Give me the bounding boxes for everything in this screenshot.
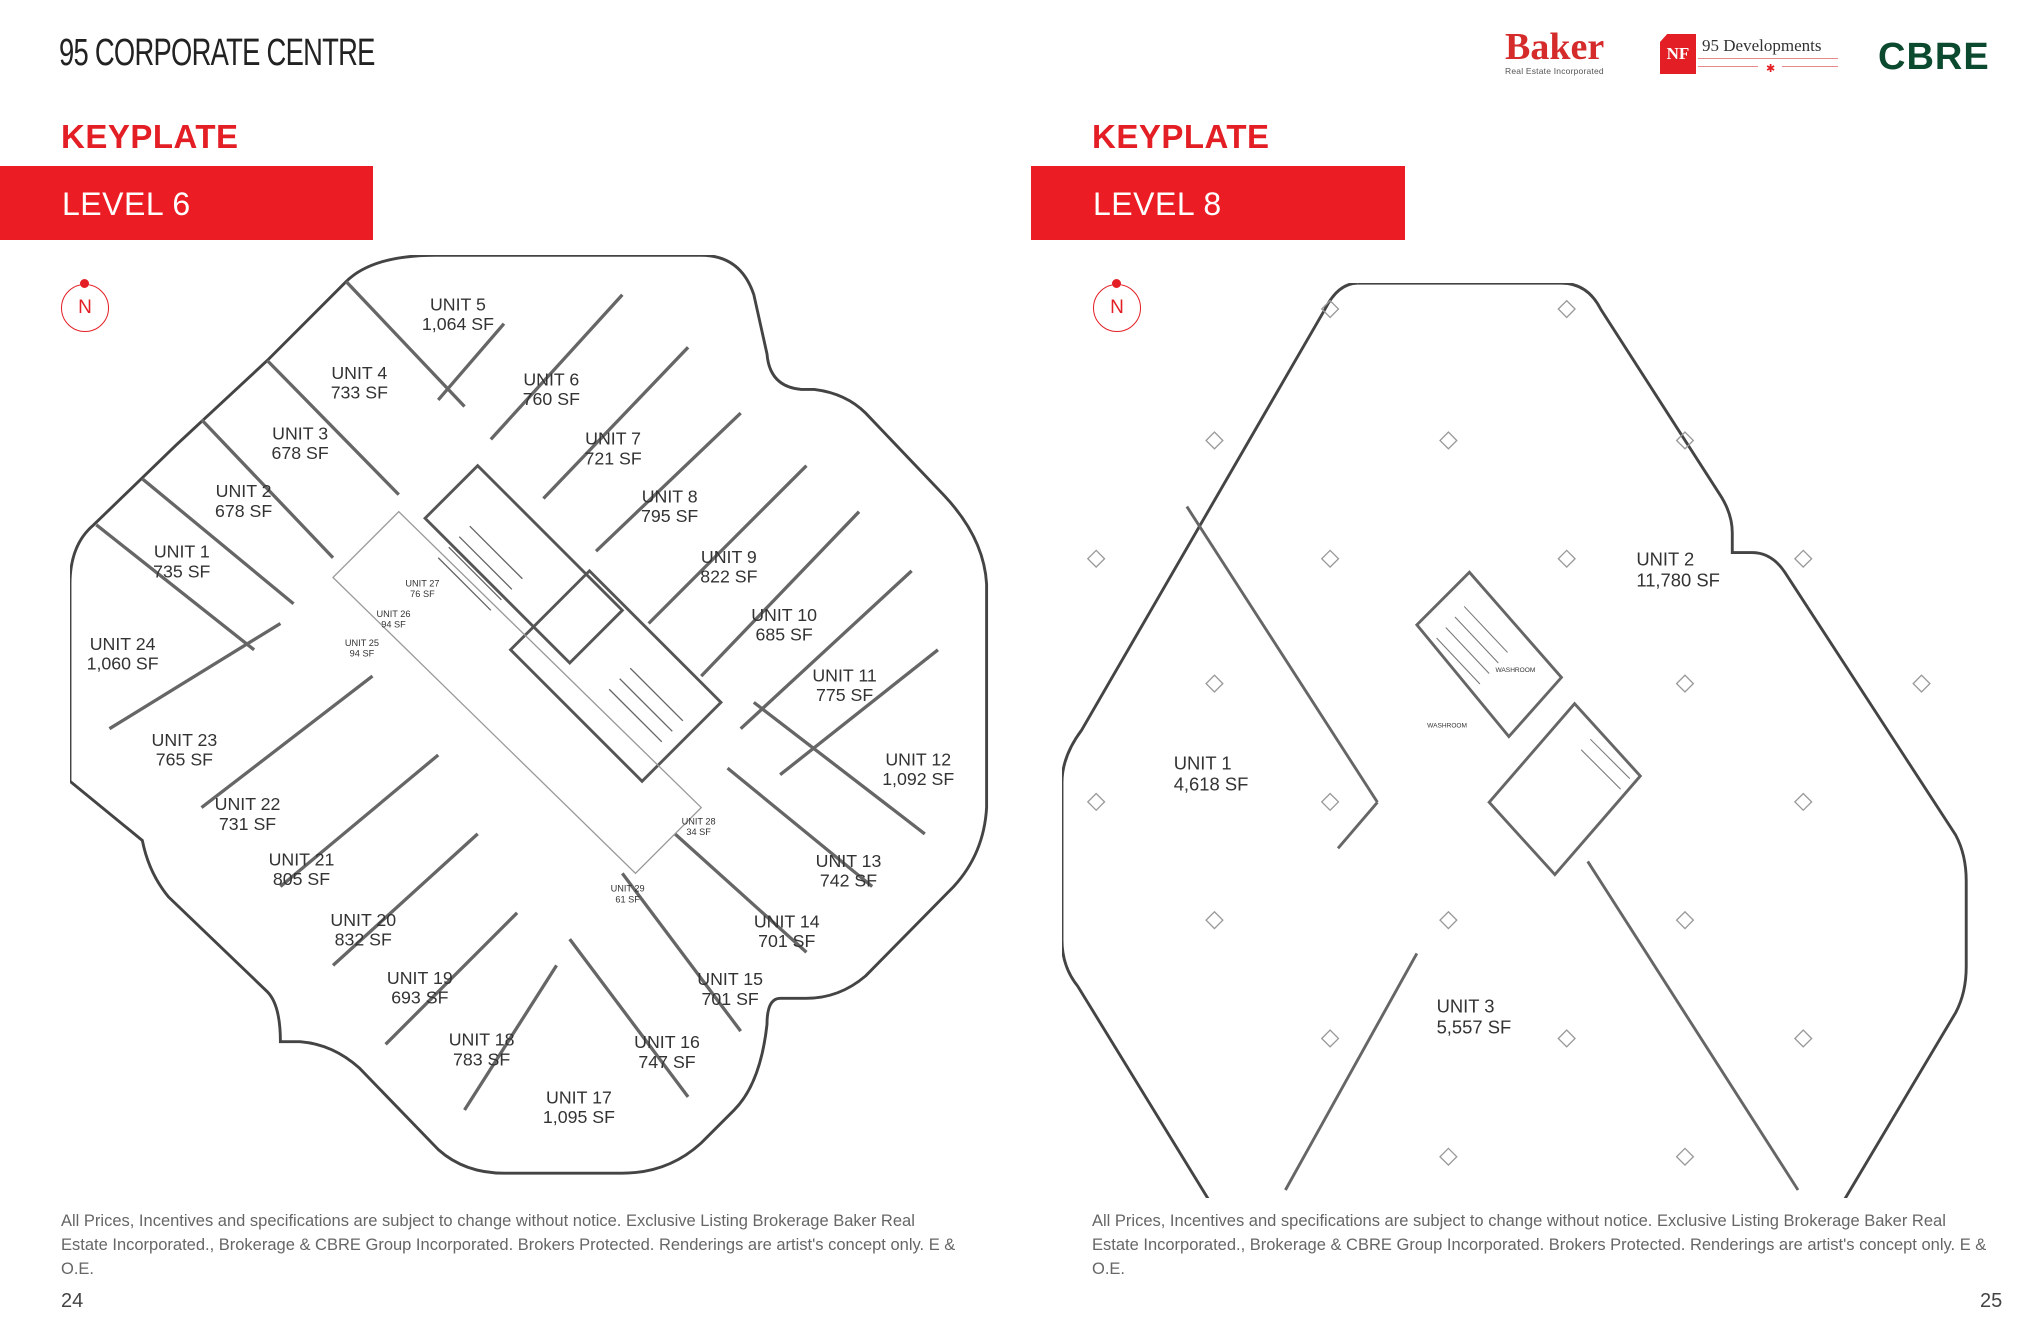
compass-left: N <box>61 279 109 332</box>
cbre-logo: CBRE <box>1878 36 1990 78</box>
disclaimer-left: All Prices, Incentives and specification… <box>61 1212 956 1278</box>
level-label: LEVEL 8 <box>1093 186 1222 222</box>
nf-logo-mark: NF <box>1660 34 1696 74</box>
washroom-label: WASHROOM <box>1427 722 1467 729</box>
keyplate-heading-left: KEYPLATE <box>61 118 239 155</box>
nf-logo-rule <box>1698 66 1758 67</box>
baker-logo: Baker Real Estate Incorporated <box>1505 28 1604 76</box>
nf-logo-rule <box>1782 66 1838 67</box>
compass-right: N <box>1093 279 1141 332</box>
compass-label: N <box>78 297 92 318</box>
compass-label: N <box>1110 297 1124 318</box>
nf-95-developments-logo: NF 95 Developments ✱ <box>1660 32 1845 78</box>
document-title: 95 CORPORATE CENTRE <box>59 32 375 74</box>
nf-logo-wordmark: 95 Developments <box>1702 36 1822 55</box>
level-banner-right: LEVEL 8 <box>1031 166 1405 240</box>
disclaimer-right: All Prices, Incentives and specification… <box>1092 1212 1987 1278</box>
nf-logo-rule <box>1698 58 1838 59</box>
maple-leaf-icon: ✱ <box>1766 63 1776 75</box>
page-number-right: 25 <box>1980 1290 2003 1312</box>
page-number-left: 24 <box>61 1290 84 1312</box>
level-banner-left: LEVEL 6 <box>0 166 373 240</box>
compass-dot <box>1112 279 1121 288</box>
baker-logo-wordmark: Baker <box>1505 26 1605 68</box>
keyplate-heading-right: KEYPLATE <box>1092 118 1270 155</box>
washroom-label: WASHROOM <box>1495 667 1535 674</box>
baker-logo-subtitle: Real Estate Incorporated <box>1505 66 1604 76</box>
level-label: LEVEL 6 <box>62 186 191 222</box>
compass-dot <box>80 279 89 288</box>
